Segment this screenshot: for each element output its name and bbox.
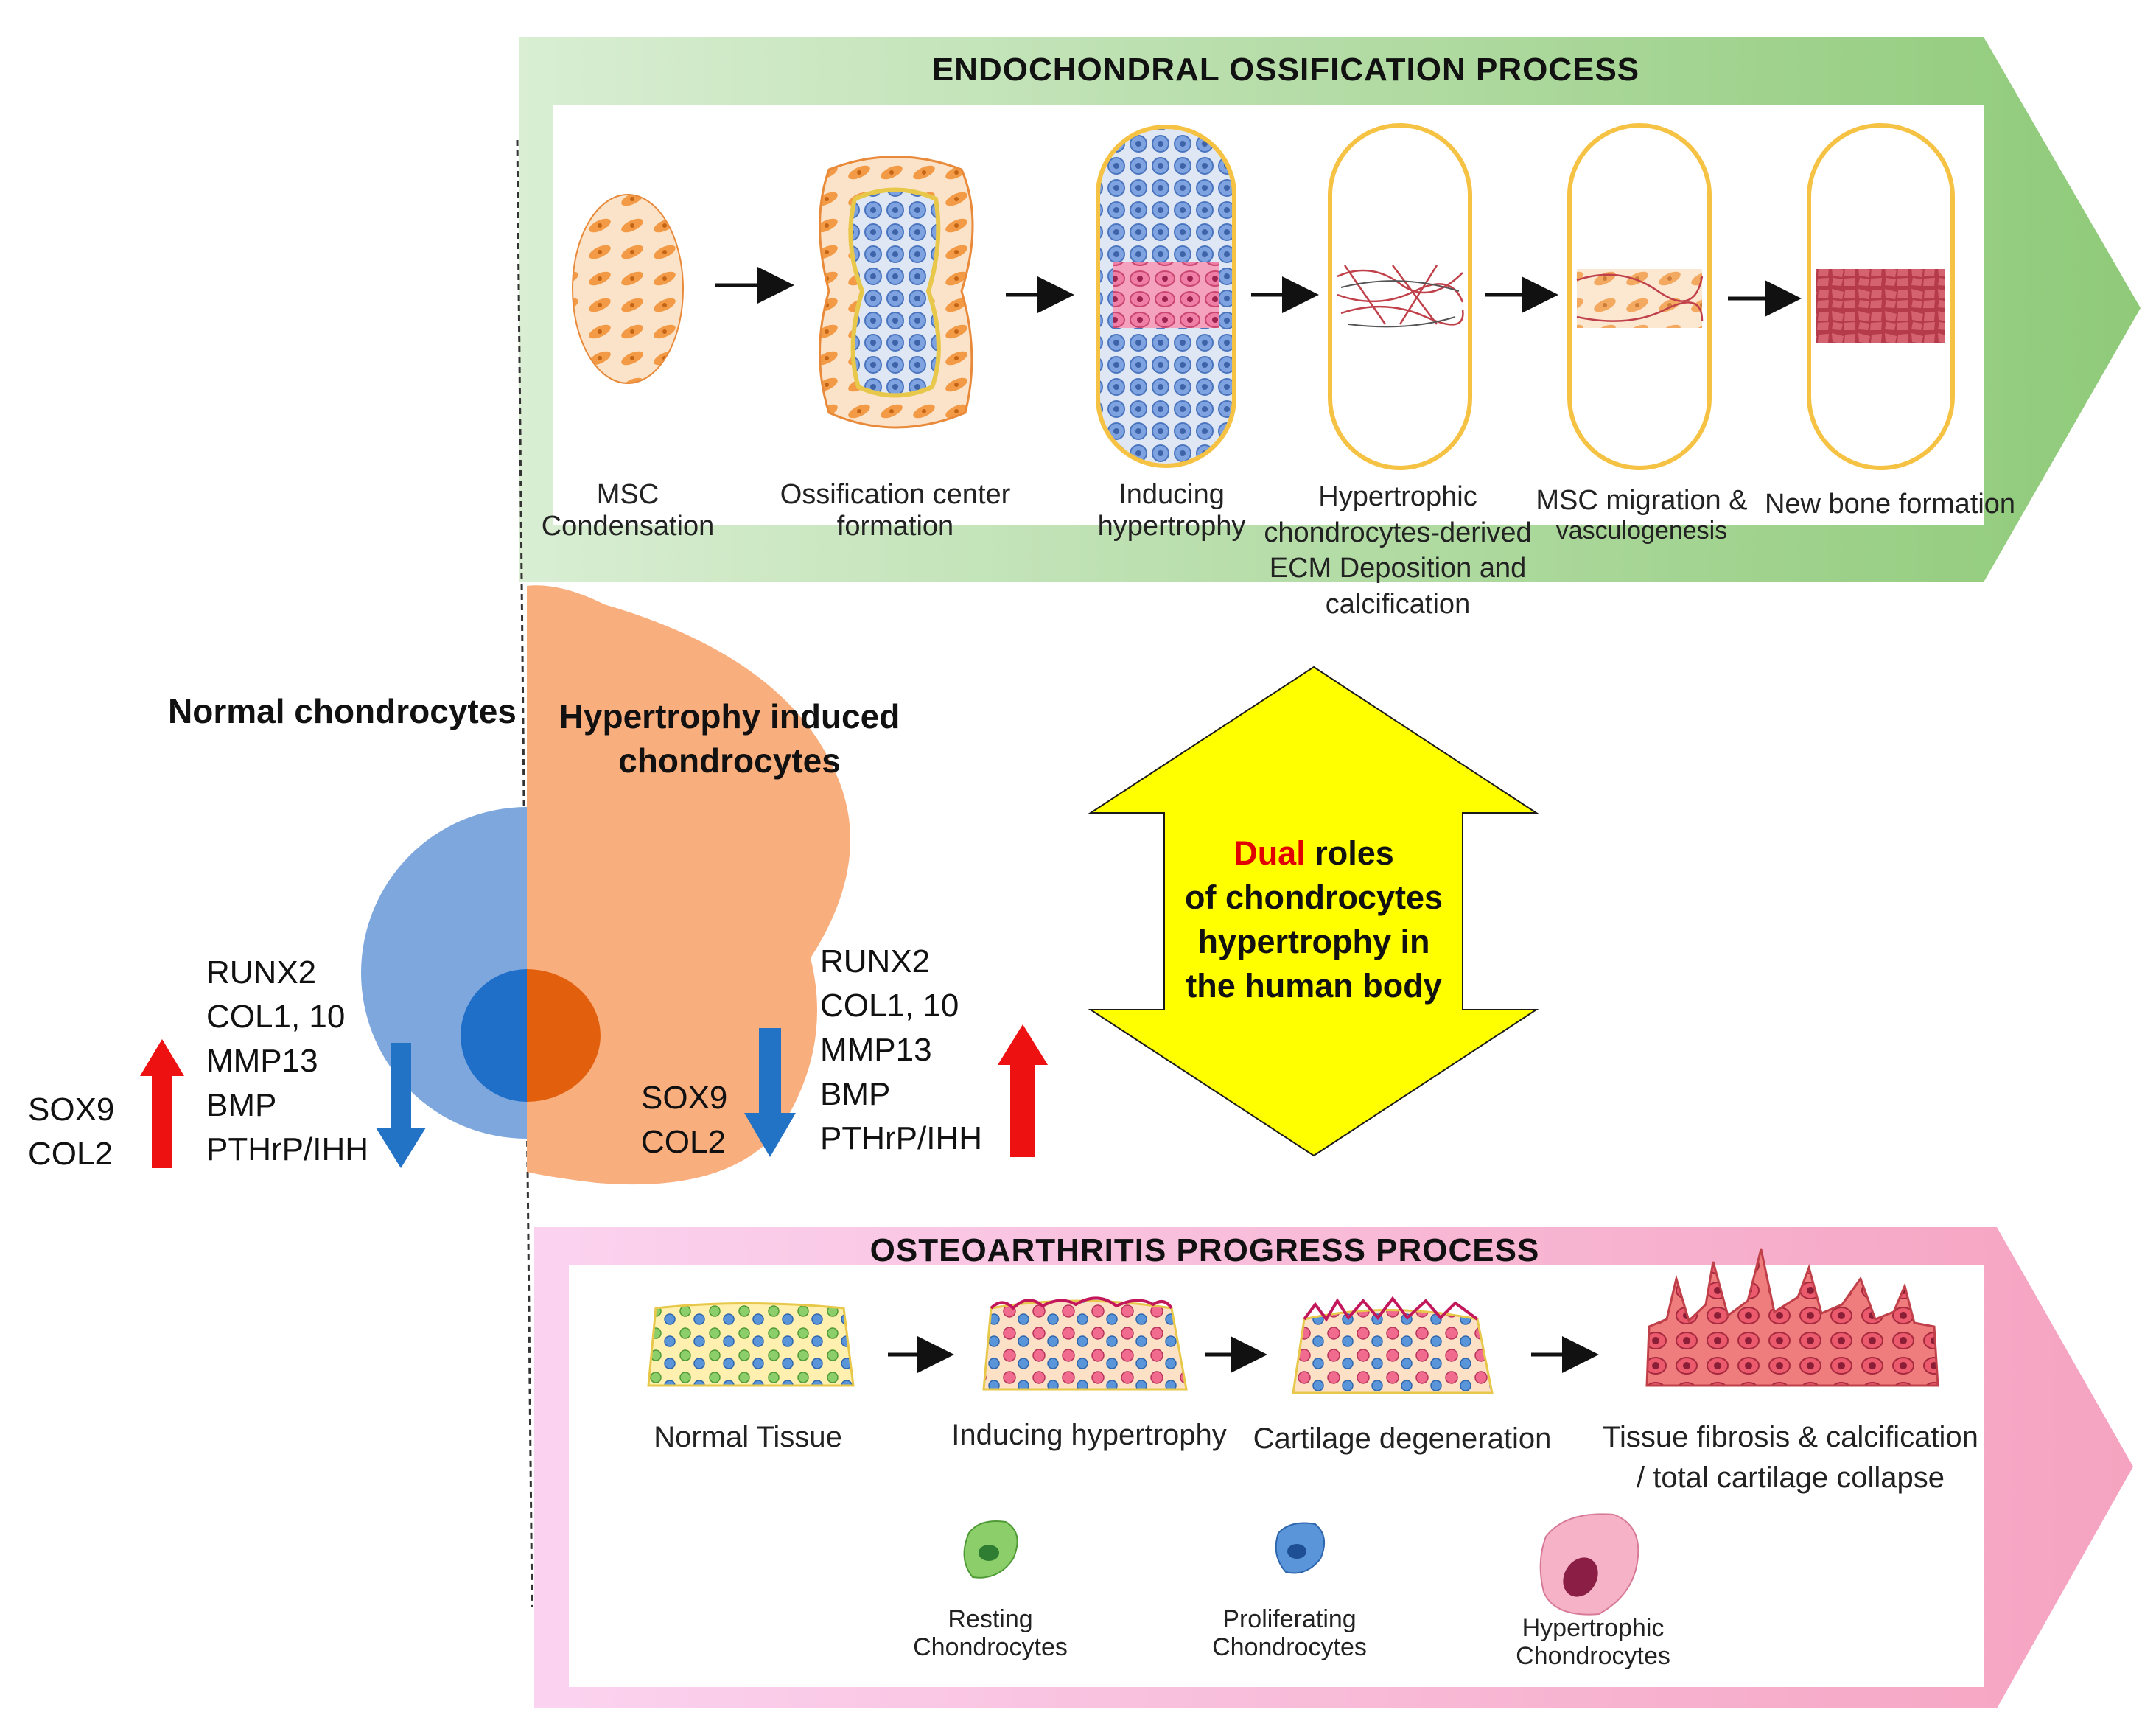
normal-nucleus bbox=[461, 969, 527, 1102]
oa-label-cartilage-degeneration: Cartilage degeneration bbox=[1253, 1422, 1552, 1455]
gene-label: RUNX2 bbox=[206, 954, 317, 991]
oa-label-tissue-fibrosis: Tissue fibrosis & calcification / total … bbox=[1603, 1417, 1978, 1498]
hyper-up-genes: RUNX2 COL1, 10 MMP13 BMP PTHrP/IHH bbox=[820, 940, 982, 1161]
endochondral-title: ENDOCHONDRAL OSSIFICATION PROCESS bbox=[931, 52, 1640, 88]
bone-zone bbox=[1816, 269, 1945, 343]
hyper-up-arrow bbox=[998, 1024, 1048, 1157]
dual-roles-word: roles bbox=[1315, 834, 1394, 872]
resting-chondrocyte-icon bbox=[963, 1520, 1018, 1579]
legend-hypertrophic: Hypertrophic Chondrocytes bbox=[1516, 1614, 1670, 1670]
stage-label-line: vasculogenesis bbox=[1555, 516, 1728, 545]
stage-label-msc-migration: MSC migration & vasculogenesis bbox=[1536, 485, 1747, 545]
stage-label-line: Condensation bbox=[541, 510, 715, 542]
dual-role-arrow bbox=[1088, 666, 1539, 1157]
stage-label-line: / total cartilage collapse bbox=[1636, 1461, 1945, 1495]
proliferating-chondrocyte-icon bbox=[1275, 1522, 1326, 1574]
stage-label-line: formation bbox=[836, 510, 954, 542]
oa-label-normal-tissue: Normal Tissue bbox=[654, 1421, 842, 1453]
stage-label-line: Tissue fibrosis & calcification bbox=[1603, 1421, 1978, 1453]
gene-label: SOX9 bbox=[28, 1091, 115, 1128]
gene-label: BMP bbox=[206, 1087, 277, 1123]
title-line: chondrocytes bbox=[618, 741, 841, 780]
stage-label-line: hypertrophy bbox=[1097, 510, 1246, 542]
normal-tissue-illustration bbox=[647, 1302, 855, 1387]
degeneration-surface bbox=[1303, 1296, 1479, 1322]
dual-roles-line: hypertrophy in bbox=[1197, 923, 1430, 960]
gene-label: PTHrP/IHH bbox=[820, 1120, 982, 1156]
legend-line: Chondrocytes bbox=[913, 1633, 1068, 1662]
stage-label-new-bone: New bone formation bbox=[1765, 489, 2015, 520]
oa-label-inducing-hypertrophy: Inducing hypertrophy bbox=[951, 1419, 1227, 1451]
gene-label: RUNX2 bbox=[820, 943, 931, 979]
hyper-down-arrow bbox=[744, 1028, 796, 1157]
hypertrophy-induced-title: Hypertrophy induced chondrocytes bbox=[559, 694, 900, 783]
gene-label: COL1, 10 bbox=[820, 988, 959, 1024]
hyper-down-genes: SOX9 COL2 bbox=[641, 1076, 727, 1164]
ecm-fibers-dark bbox=[1340, 280, 1460, 328]
stage-label-line: calcification bbox=[1325, 588, 1471, 620]
osteoarthritis-title: OSTEOARTHRITIS PROGRESS PROCESS bbox=[869, 1232, 1540, 1268]
title-line: Hypertrophy induced bbox=[559, 697, 900, 736]
stage-label-inducing-hypertrophy: Inducing hypertrophy bbox=[1098, 479, 1246, 542]
gene-label: COL2 bbox=[28, 1136, 113, 1172]
legend-line: Proliferating bbox=[1222, 1605, 1357, 1633]
stage-label-line: MSC migration & bbox=[1536, 485, 1748, 516]
legend-resting: Resting Chondrocytes bbox=[913, 1605, 1068, 1661]
normal-up-arrow bbox=[140, 1039, 184, 1168]
normal-up-genes: SOX9 COL2 bbox=[28, 1088, 114, 1176]
legend-line: Chondrocytes bbox=[1212, 1633, 1367, 1662]
stage-label-line: New bone formation bbox=[1764, 489, 2016, 520]
gene-label: COL1, 10 bbox=[206, 999, 346, 1035]
gene-label: BMP bbox=[820, 1076, 891, 1112]
stage-label-line: MSC bbox=[596, 479, 659, 510]
dual-accent-word: Dual bbox=[1233, 834, 1306, 872]
gene-label: COL2 bbox=[641, 1124, 726, 1160]
dual-roles-text: Dual roles of chondrocytes hypertrophy i… bbox=[1185, 831, 1443, 1008]
vessel-lines bbox=[1576, 273, 1704, 322]
tissue-collapse-illustration bbox=[1645, 1248, 1939, 1387]
gene-label: SOX9 bbox=[641, 1080, 728, 1116]
stage-label-line: chondrocytes-derived bbox=[1264, 517, 1532, 548]
stage-label-ossification-center: Ossification center formation bbox=[780, 479, 1011, 542]
inducing-hypertrophy-surface bbox=[990, 1296, 1173, 1310]
legend-proliferating: Proliferating Chondrocytes bbox=[1212, 1605, 1367, 1661]
stage-label-ecm-deposition: Hypertrophic chondrocytes-derived ECM De… bbox=[1264, 479, 1531, 623]
legend-line: Resting bbox=[948, 1605, 1033, 1633]
ossification-core bbox=[848, 187, 941, 398]
gene-label: MMP13 bbox=[820, 1032, 932, 1068]
endochondral-panel bbox=[553, 105, 1984, 525]
cartilage-degeneration-tissue bbox=[1292, 1309, 1494, 1394]
hypertrophic-zone bbox=[1113, 262, 1219, 328]
stage-label-line: Ossification center bbox=[780, 479, 1011, 510]
gene-label: PTHrP/IHH bbox=[206, 1131, 368, 1167]
stage-label-line: Hypertrophic bbox=[1318, 481, 1477, 512]
dual-roles-line: the human body bbox=[1186, 967, 1442, 1005]
normal-down-genes: RUNX2 COL1, 10 MMP13 BMP PTHrP/IHH bbox=[206, 951, 368, 1172]
stage-label-line: ECM Deposition and bbox=[1269, 553, 1527, 584]
msc-condensation-illustration bbox=[572, 194, 684, 384]
hypertrophic-nucleus bbox=[527, 969, 601, 1102]
inducing-hypertrophy-tissue bbox=[982, 1299, 1188, 1391]
normal-down-arrow bbox=[376, 1043, 426, 1168]
ecm-fibers bbox=[1337, 265, 1464, 326]
hypertrophic-chondrocyte-icon bbox=[1539, 1513, 1639, 1616]
legend-line: Hypertrophic bbox=[1522, 1614, 1665, 1642]
legend-line: Chondrocytes bbox=[1516, 1642, 1670, 1671]
dual-roles-line: Dual roles bbox=[1185, 831, 1443, 876]
stage-label-line: Inducing bbox=[1119, 479, 1225, 510]
dual-roles-line: of chondrocytes bbox=[1184, 879, 1443, 916]
normal-chondrocytes-title: Normal chondrocytes bbox=[168, 692, 517, 730]
stage-label-msc-condensation: MSC Condensation bbox=[542, 479, 715, 542]
gene-label: MMP13 bbox=[206, 1043, 318, 1079]
